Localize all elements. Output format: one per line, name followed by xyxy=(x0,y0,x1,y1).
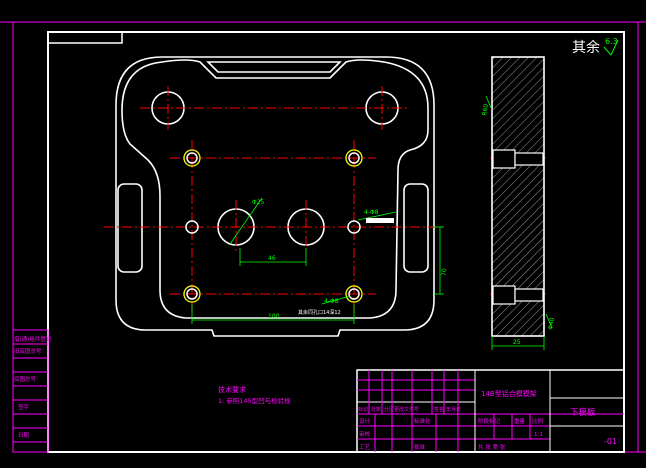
dim-bore-spacing: 46 xyxy=(268,255,276,262)
screw-hole-tl xyxy=(186,152,198,164)
pin-hole-left xyxy=(185,220,199,234)
dim-pin-holes: 4-Φ8 xyxy=(364,209,379,216)
screw-hole-tr xyxy=(348,152,360,164)
plate-side-view xyxy=(491,56,545,337)
row-label-mark: 标记 xyxy=(358,406,368,413)
left-label-5: 日期 xyxy=(18,432,30,439)
roughness-icon xyxy=(603,39,619,56)
scale-value: 1:1 xyxy=(534,432,543,438)
dim-side-radius: R60 xyxy=(481,103,490,116)
dim-hole-spacing-x: 100 xyxy=(268,313,280,320)
screw-holes xyxy=(183,149,363,303)
dim-leader-block xyxy=(366,218,394,223)
roughness-note: 其余 xyxy=(572,39,600,56)
side-hole-bottom xyxy=(514,288,544,302)
stage-label: 阶段标记 xyxy=(478,417,501,425)
role-standard: 标准化 xyxy=(414,417,431,425)
side-dimensions xyxy=(485,95,553,350)
title-drawing-no: -01 xyxy=(604,437,617,446)
sheet-count: 共 张 第 张 xyxy=(478,443,506,451)
dim-hole-spacing-y: 70 xyxy=(441,268,448,276)
plate-inner-top-contour xyxy=(121,59,429,319)
dim-bore-dia: Φ25 xyxy=(252,199,265,206)
title-part-name: 下模板 xyxy=(570,407,596,418)
screw-hole-tr-outer xyxy=(345,149,363,167)
plate-outer-outline xyxy=(115,56,435,337)
weight-label: 重量 xyxy=(514,417,526,425)
role-process: 工艺 xyxy=(359,444,371,451)
left-label-2: 旧底图总号 xyxy=(14,347,42,355)
screw-hole-bl xyxy=(186,288,198,300)
screw-hole-tl-outer xyxy=(183,149,201,167)
dim-chain-note: 其余同孔口14深12 xyxy=(298,309,341,316)
dim-screw-holes: 4-Φ8 xyxy=(324,298,339,305)
dim-side-dia: Φ40 xyxy=(547,317,556,331)
side-counterbore-bottom xyxy=(492,285,516,305)
right-slot xyxy=(403,183,429,273)
row-label-sign: 签名 xyxy=(434,406,444,413)
frame-code-box xyxy=(48,32,123,44)
role-approve: 批准 xyxy=(414,443,426,451)
left-binding-table: 借(通)用件登记 旧底图总号 底图总号 签字 日期 xyxy=(12,329,52,453)
row-label-zone: 分区 xyxy=(384,406,394,413)
row-label-count: 处数 xyxy=(371,406,381,413)
tech-req-title: 技术要求 xyxy=(218,385,246,394)
roughness-value: 6.3 xyxy=(605,37,618,46)
left-slot xyxy=(117,183,143,273)
top-recess xyxy=(206,61,342,73)
screw-hole-br xyxy=(348,288,360,300)
role-review: 审核 xyxy=(359,430,371,438)
left-label-3: 底图总号 xyxy=(14,375,37,383)
title-project: 14B型铝合模模架 xyxy=(481,389,537,398)
role-design: 设计 xyxy=(359,417,371,425)
drawing-frame xyxy=(47,31,625,453)
left-label-1: 借(通)用件登记 xyxy=(14,335,52,343)
title-block xyxy=(356,369,625,453)
row-label-change: 更改文件号 xyxy=(394,406,419,413)
row-label-date: 年月日 xyxy=(446,406,461,413)
front-dimensions xyxy=(191,197,444,324)
left-label-4: 签字 xyxy=(18,403,30,411)
screw-hole-bl-outer xyxy=(183,285,201,303)
side-counterbore-top xyxy=(492,149,516,169)
scale-label: 比例 xyxy=(532,417,544,425)
tech-req-line1: 1. 参照145型凹与检验规 xyxy=(218,396,291,405)
side-hole-top xyxy=(514,152,544,166)
screw-hole-br-outer xyxy=(345,285,363,303)
dim-side-thickness: 25 xyxy=(513,339,521,346)
pin-hole-right xyxy=(347,220,361,234)
